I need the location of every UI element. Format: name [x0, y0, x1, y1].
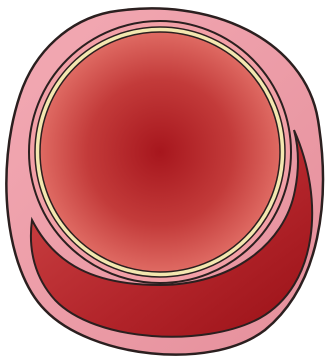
inner-vessel-core: [40, 32, 280, 272]
